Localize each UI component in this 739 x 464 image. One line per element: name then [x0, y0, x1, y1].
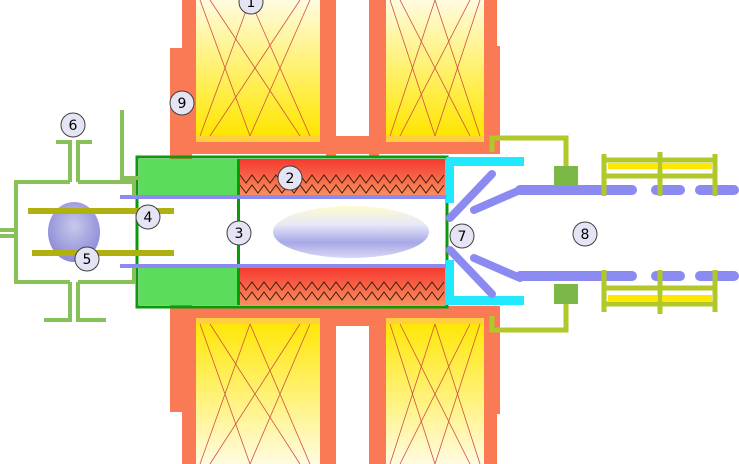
label-circle [277, 165, 303, 191]
bottom-coil-right-flange [484, 310, 500, 414]
top-gap-wall-right [369, 0, 379, 158]
label-number: 2 [286, 171, 295, 187]
top-coil-base [182, 142, 500, 154]
label-number: 5 [83, 252, 92, 268]
label-circle [238, 0, 264, 15]
insulator-rods [608, 163, 712, 301]
label-7: 7 [449, 223, 475, 249]
top-coil-left [182, 0, 332, 145]
extraction-cap [446, 157, 524, 305]
label-8: 8 [572, 221, 598, 247]
label-6: 6 [60, 112, 86, 138]
label-number: 3 [235, 226, 244, 242]
label-circle [449, 223, 475, 249]
heater-bottom [239, 268, 445, 305]
label-circle [226, 220, 252, 246]
label-number: 9 [178, 96, 187, 112]
beam-line [515, 185, 739, 281]
top-coil-gap [332, 0, 373, 140]
top-coil-right [373, 0, 497, 145]
label-circle [135, 204, 161, 230]
label-number: 4 [144, 210, 153, 226]
bottom-coil-base [182, 306, 500, 318]
label-4: 4 [135, 204, 161, 230]
green-block-bottom [139, 266, 237, 305]
top-gap-bridge [326, 136, 379, 146]
label-2: 2 [277, 165, 303, 191]
label-circle [60, 112, 86, 138]
support-frame [489, 135, 718, 333]
probe-upper [28, 208, 174, 214]
bottom-gap-wall-right [369, 306, 379, 464]
tube-wall-top [120, 195, 450, 199]
label-5: 5 [74, 246, 100, 272]
green-block-top [139, 159, 237, 197]
bottom-coil-left [182, 308, 332, 464]
gas-inlet-manifold [0, 110, 140, 322]
bottom-coil-gap [332, 320, 373, 464]
plasma-cloud [273, 206, 429, 258]
label-circle [169, 90, 195, 116]
extraction-electrodes [446, 170, 524, 298]
label-3: 3 [226, 220, 252, 246]
tube-wall-bottom [120, 264, 450, 268]
top-coil-right-flange [484, 46, 500, 152]
label-number: 7 [458, 229, 467, 245]
bottom-left-flange [170, 308, 192, 412]
label-layer: 1 2 3 4 5 6 7 8 9 [60, 0, 598, 272]
label-circle [74, 246, 100, 272]
bottom-coil-right [373, 308, 497, 464]
probe-lower [32, 250, 174, 256]
support-brackets [554, 166, 578, 304]
green-chamber-frame [135, 155, 449, 309]
label-number: 1 [247, 0, 256, 11]
bottom-gap-bridge [326, 316, 379, 326]
label-1: 1 [238, 0, 264, 15]
label-number: 8 [581, 227, 590, 243]
label-circle [572, 221, 598, 247]
label-number: 6 [69, 118, 78, 134]
heater-top [239, 159, 445, 196]
top-gap-wall-left [326, 0, 336, 158]
bottom-gap-wall-left [326, 306, 336, 464]
label-9: 9 [169, 90, 195, 116]
